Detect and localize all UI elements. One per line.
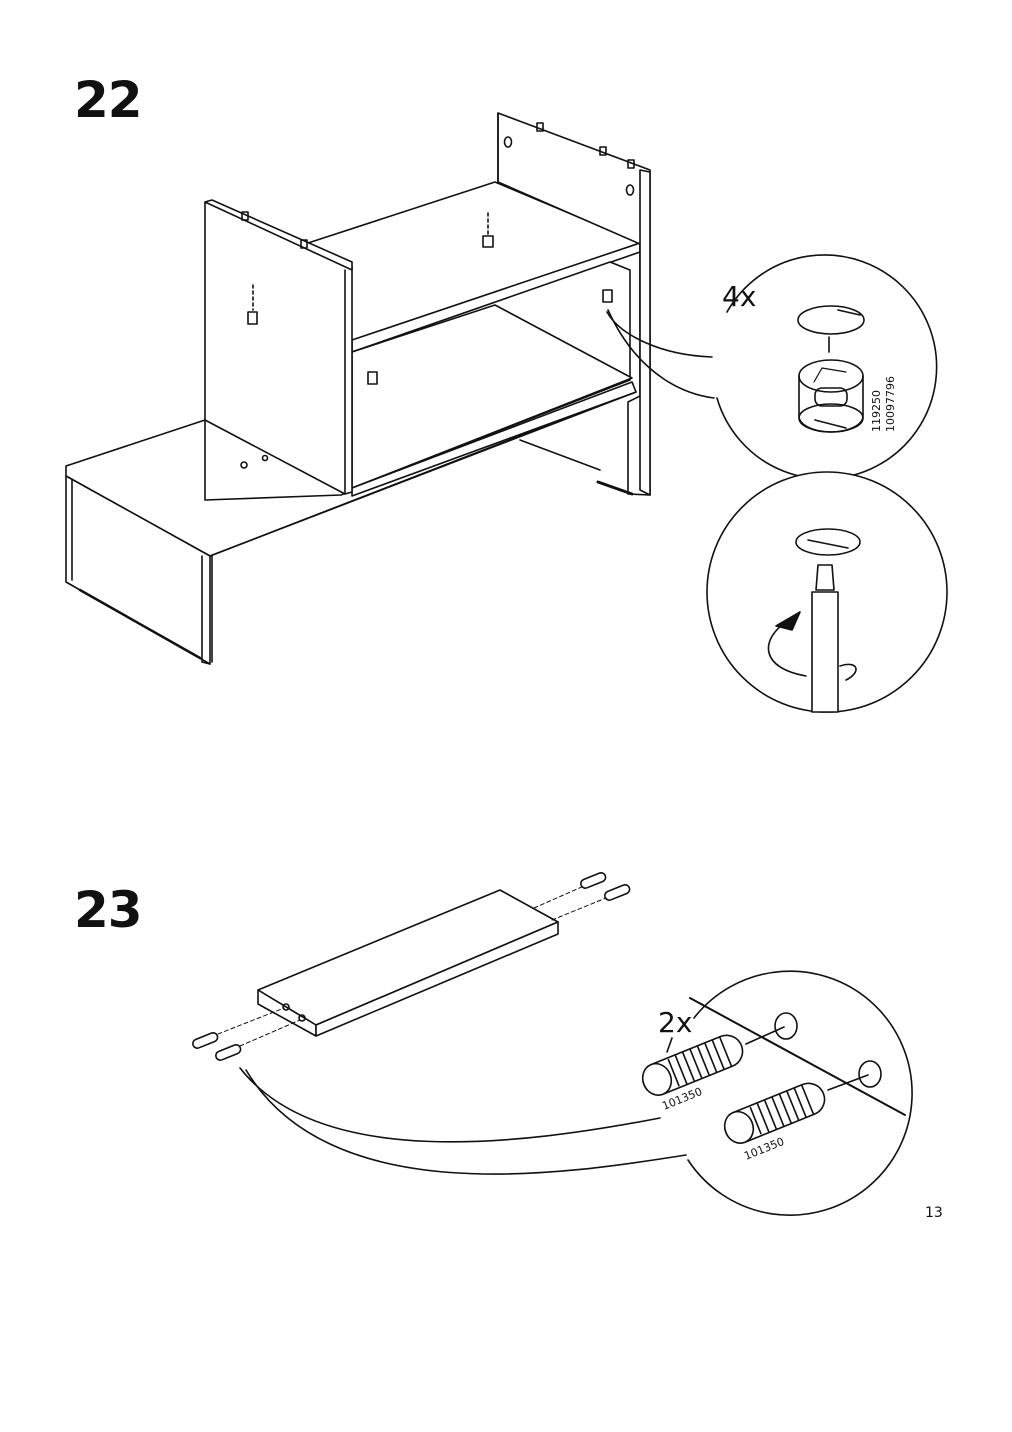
dowel-quantity: 2x [658,1006,692,1039]
cam-lock-quantity: 4x [722,280,756,313]
shelf-board [257,889,559,1037]
lower-shelf [351,381,637,497]
step-22-illustration [65,112,715,665]
cam-lock-part-code-2: 10097796 [884,376,897,432]
step-23-illustration [192,871,687,1175]
dowel-callout: 2x 101350 [641,970,913,1216]
cam-lock-part-code-1: 119250 [870,390,883,432]
back-shelf [304,181,641,489]
callout-leader-23 [239,1067,661,1143]
dowels-left [192,1007,301,1061]
page-number: 13 [925,1205,943,1221]
screwdriver-callout [706,471,948,713]
cam-lock-callout: 4x 119250 10097796 [716,254,938,480]
dowels-right [533,871,631,921]
step-22-number: 22 [74,71,143,129]
left-side-panel [204,199,353,495]
step-23-number: 23 [74,881,143,939]
bench-base [65,383,637,665]
right-side-panel [497,112,651,496]
